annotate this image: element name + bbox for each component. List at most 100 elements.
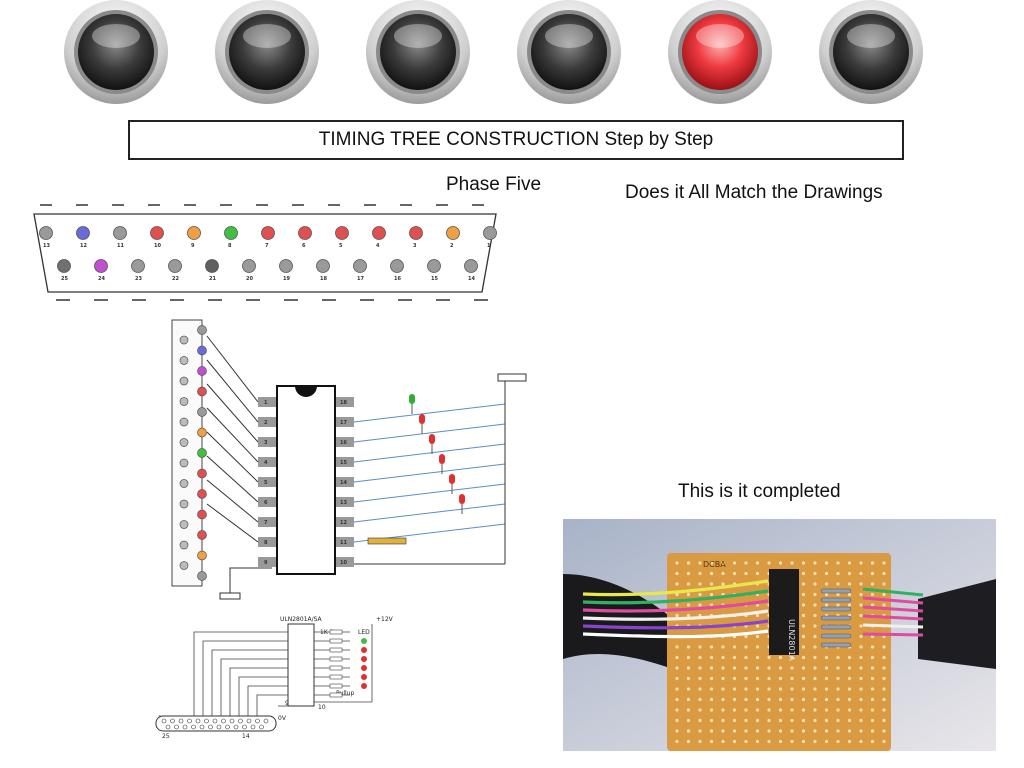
connector-pin-label: 18 [320,276,327,282]
phase-label: Phase Five [446,174,542,195]
connector-pin-label: 16 [394,276,401,282]
ic-pin-label: 4 [264,460,268,466]
light-2-lamp [215,0,319,104]
ic-pin-label: 11 [340,540,347,546]
connector-pin-22 [168,259,182,273]
connector-pin-label: 5 [339,243,343,249]
ic-pin-label: 18 [340,400,347,406]
connector-pin-2 [446,226,460,240]
ic-pin-label: 12 [340,520,347,526]
connector-pin-16 [390,259,404,273]
connector-pin-label: 2 [450,243,454,249]
completed-board-photo: ULN2801A DCBA [563,519,996,751]
connector-pin-20 [242,259,256,273]
ic-pin-label: 13 [340,500,347,506]
connector-pin-25 [57,259,71,273]
connector-pin-21 [205,259,219,273]
connector-pin-label: 11 [117,243,124,249]
chip-pin-9-label: 9 [285,700,289,707]
connector-pin-label: 21 [209,276,216,282]
ic-pin-label: 3 [264,440,268,446]
connector-pin-5 [335,226,349,240]
connector-pin-label: 14 [468,276,475,282]
connector-pin-label: 6 [302,243,306,249]
connector-pin-18 [316,259,330,273]
schematic-side-pin [197,530,207,540]
schematic-side-pin [197,386,207,397]
connector-pin-label: 13 [43,243,50,249]
board-letters: DCBA [703,560,726,569]
connector-pin-12 [76,226,90,240]
photo-resistor [820,633,852,639]
light-3-lamp [366,0,470,104]
chip-label: ULN2801A/SA [280,616,323,623]
connector-pin-label: 24 [98,276,105,282]
connector-pin-14 [464,259,478,273]
schematic-side-pin [197,345,207,356]
connector-pin-label: 22 [172,276,179,282]
connector-pin-9 [187,226,201,240]
connector-pin-1 [483,226,497,240]
light-5-lamp [668,0,772,104]
connector-pin-label: 1 [487,243,491,249]
connector-pin-label: 12 [80,243,87,249]
ic-pin-label: 10 [340,560,347,566]
ic-pin-label: 16 [340,440,347,446]
connector-pin-19 [279,259,293,273]
schematic-side-pin [197,489,207,499]
led-label: LED [358,629,370,636]
connector-pin-8 [224,226,238,240]
connector-pin-6 [298,226,312,240]
connector-pin-10 [150,226,164,240]
page-title: TIMING TREE CONSTRUCTION Step by Step [318,129,714,150]
photo-resistor [820,615,852,621]
simple-wiring-diagram: ULN2801A/SA 1K Res LED +12V 0V Pullup 13… [155,616,394,740]
photo-resistor [820,588,852,594]
schematic-led [419,414,425,424]
ic-pin-label: 1 [264,400,268,406]
connector-pin-17 [353,259,367,273]
connector-pin-3 [409,226,423,240]
ic-pin-label: 14 [340,480,347,486]
schematic-side-pin [197,468,207,479]
photo-resistor [820,624,852,630]
photo-resistor [820,606,852,612]
schematic-led [429,434,435,444]
completed-caption: This is it completed [678,481,841,502]
ic-pin-label: 7 [264,520,268,526]
connector-pin-label: 4 [376,243,380,249]
ic-pin-label: 15 [340,460,347,466]
pullup-label: Pullup [336,690,354,697]
light-4-lamp [517,0,621,104]
connector-pin-label: 7 [265,243,269,249]
ic-pin-label: 2 [264,420,268,426]
connector-pin-7 [261,226,275,240]
connector-pin-23 [131,259,145,273]
connector-pin-4 [372,226,386,240]
title-banner: TIMING TREE CONSTRUCTION Step by Step [128,120,904,160]
connector-pin-label: 8 [228,243,232,249]
schematic-side-pin [197,509,207,520]
ground-label: 0V [278,715,287,722]
schematic-led [439,454,445,464]
connector-pin-13 [39,226,53,240]
schematic-led [409,394,415,404]
connector-pin-label: 9 [191,243,195,249]
photo-resistor [820,642,852,648]
ic-pin-label: 5 [264,480,268,486]
ic-pin-label: 9 [264,560,268,566]
connector-pin-label: 17 [357,276,364,282]
schematic-side-pin [197,407,207,417]
pin-25-label: 25 [162,733,170,740]
schematic-side-pin [197,427,207,438]
pin-14-label: 14 [242,733,250,740]
chip-marking: ULN2801A [787,619,796,662]
indicator-lights-row [64,0,923,104]
simple-led [361,683,367,689]
schematic-side-pin [197,366,207,376]
connector-pin-24 [94,259,108,273]
chip-pin-10-label: 10 [318,704,326,711]
schematic-led [459,494,465,504]
simple-led [361,638,367,644]
